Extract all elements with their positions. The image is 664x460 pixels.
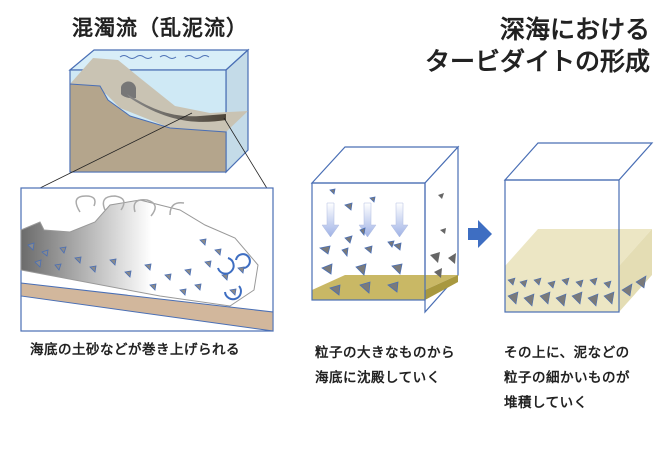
graded-particles (507, 275, 647, 307)
caption-stage-3-line-3: 堆積していく (504, 395, 588, 411)
settling-box (310, 145, 460, 314)
seabed-section (69, 83, 227, 173)
curved-arrow-icon (235, 253, 251, 269)
title-turbidity-current: 混濁流（乱泥流） (72, 16, 248, 40)
caption-stage-3-line-2: 粒子の細かいものが (504, 370, 630, 386)
coarse-sediment-top (312, 275, 458, 290)
down-arrow-icon (321, 202, 340, 238)
caption-stage-1: 海底の土砂などが巻き上げられる (30, 342, 240, 358)
deposited-box (503, 142, 654, 313)
turbidity-closeup (20, 187, 274, 332)
turbidity-cloud (20, 199, 259, 307)
seafloor-slope (20, 282, 274, 332)
settling-particles (319, 188, 403, 296)
title-line-2: タービダイトの形成 (424, 47, 650, 76)
caption-stage-2: 粒子の大きなものから 海底に沈殿していく (315, 341, 455, 391)
down-arrow-icon (390, 202, 409, 238)
swirl-arrows (217, 253, 251, 301)
ocean-block-diagram (35, 48, 269, 191)
water-waves (119, 55, 210, 59)
swirl-outline (75, 195, 185, 217)
curved-arrow-icon (224, 285, 242, 301)
block-side-face (225, 48, 249, 174)
coarse-sediment-layer (312, 290, 425, 300)
caption-stage-3-line-1: その上に、泥などの (504, 345, 630, 361)
side-particles (430, 193, 456, 278)
right-arrow-icon (468, 220, 492, 248)
suspended-particles (27, 238, 245, 296)
sediment-front (505, 266, 619, 312)
turbidity-flow (127, 94, 226, 122)
slump-head (121, 81, 136, 99)
title-line-1: 深海における (499, 15, 650, 44)
box-front (504, 179, 620, 313)
curved-arrow-icon (217, 257, 235, 275)
box-front (311, 182, 426, 301)
caption-stage-2-line-2: 海底に沈殿していく (315, 370, 441, 386)
caption-stage-2-line-1: 粒子の大きなものから (315, 345, 455, 361)
title-turbidite-formation: 深海における タービダイトの形成 (425, 14, 650, 78)
caption-stage-3: その上に、泥などの 粒子の細かいものが 堆積していく (504, 341, 630, 416)
zoom-line-left (35, 112, 193, 191)
fine-sediment-top (505, 229, 652, 266)
zoom-line-right (223, 117, 269, 191)
slope-surface (70, 58, 248, 132)
